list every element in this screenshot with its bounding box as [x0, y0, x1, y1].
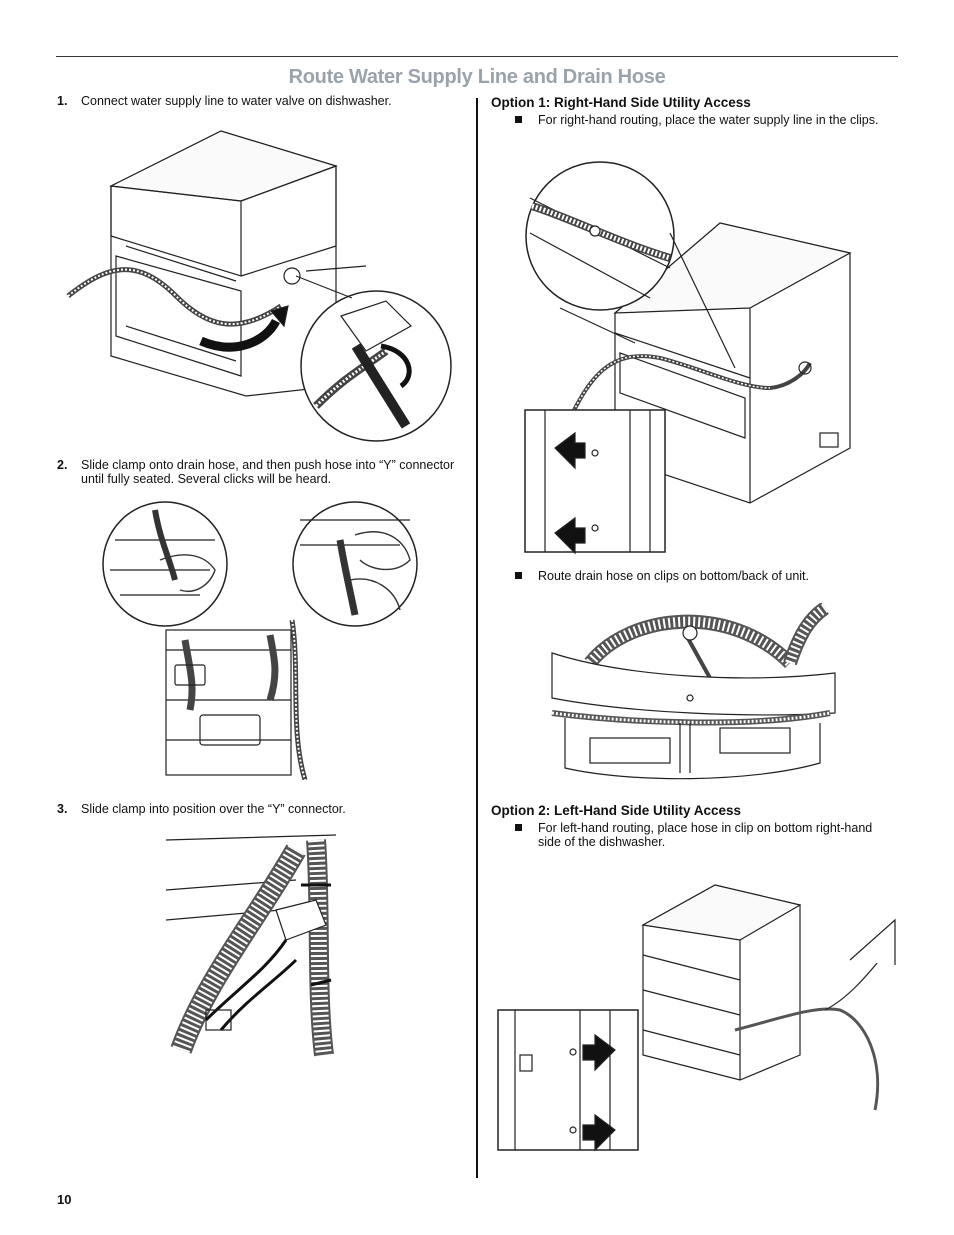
option-1-bullet-1: For right-hand routing, place the water …: [515, 113, 895, 127]
step-2: 2. Slide clamp onto drain hose, and then…: [57, 458, 467, 486]
page-title: Route Water Supply Line and Drain Hose: [288, 66, 666, 88]
figure-drain-hose-y-connector: [100, 500, 420, 780]
step-3: 3. Slide clamp into position over the “Y…: [57, 802, 467, 816]
option-2-bullet-1-text: For left-hand routing, place hose in cli…: [538, 821, 873, 849]
figure-clamp-position: [166, 830, 341, 1060]
option-1-heading: Option 1: Right-Hand Side Utility Access: [491, 95, 751, 110]
option-1-bullet-1-text: For right-hand routing, place the water …: [538, 113, 879, 127]
step-1: 1. Connect water supply line to water va…: [57, 94, 467, 108]
bullet-square-icon: [515, 824, 522, 831]
column-divider: [476, 98, 478, 1178]
top-rule: [56, 56, 898, 57]
option-2-heading: Option 2: Left-Hand Side Utility Access: [491, 803, 742, 818]
option-1-bullet-2: Route drain hose on clips on bottom/back…: [515, 569, 895, 583]
step-3-text: Slide clamp into position over the “Y” c…: [81, 802, 346, 816]
figure-right-hand-water-line-clips: [520, 158, 860, 558]
figure-drain-hose-bottom-clips: [550, 603, 840, 783]
step-1-text: Connect water supply line to water valve…: [81, 94, 392, 108]
bullet-square-icon: [515, 572, 522, 579]
option-2-bullet-1: For left-hand routing, place hose in cli…: [515, 821, 895, 849]
option-1-bullet-2-text: Route drain hose on clips on bottom/back…: [538, 569, 809, 583]
step-2-number: 2.: [57, 458, 68, 472]
figure-water-valve-connection: [66, 126, 456, 446]
step-3-number: 3.: [57, 802, 68, 816]
step-2-text: Slide clamp onto drain hose, and then pu…: [81, 458, 455, 486]
step-1-number: 1.: [57, 94, 68, 108]
figure-left-hand-hose-clip: [495, 880, 900, 1155]
bullet-square-icon: [515, 116, 522, 123]
page-number: 10: [57, 1192, 72, 1207]
